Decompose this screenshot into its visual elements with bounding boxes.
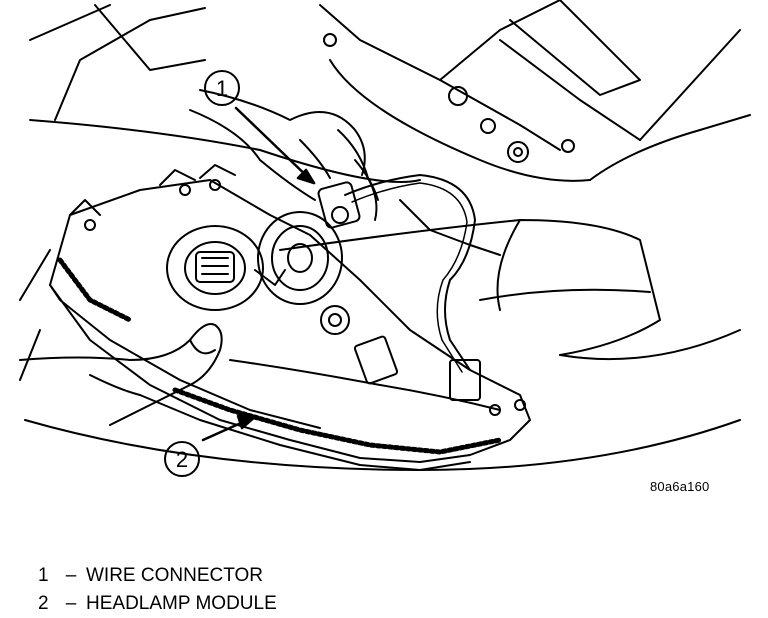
headlamp-module: [49, 164, 531, 471]
figure-code: 80a6a160: [650, 479, 710, 494]
callout-2-number: 2: [176, 447, 188, 472]
bulb-socket: [166, 225, 286, 311]
legend-label: WIRE CONNECTOR: [86, 565, 263, 586]
legend-label: HEADLAMP MODULE: [86, 593, 277, 614]
callout-1-arrow: [234, 106, 316, 185]
reflector: [257, 211, 350, 335]
callout-1-arrowhead: [296, 168, 316, 185]
wire-harness: [344, 174, 481, 401]
vehicle-body-outline: [29, 0, 751, 183]
legend-item: 2 – HEADLAMP MODULE: [38, 590, 277, 618]
legend-number: 2: [38, 593, 49, 614]
lower-hand: [19, 323, 223, 426]
headlamp-removal-illustration: 1 2: [19, 0, 751, 477]
callout-1-number: 1: [216, 76, 228, 101]
bumper-fascia: [19, 199, 741, 471]
callout-2-arrowhead: [236, 414, 258, 430]
legend-separator: –: [65, 565, 77, 586]
legend-item: 1 – WIRE CONNECTOR: [38, 562, 277, 590]
callout-leaders: [201, 106, 316, 442]
legend-separator: –: [65, 593, 77, 614]
upper-hand: [189, 89, 379, 221]
callout-1-circle: [204, 70, 240, 106]
legend: 1 – WIRE CONNECTOR 2 – HEADLAMP MODULE: [38, 562, 277, 618]
callout-2-circle: [164, 441, 200, 477]
legend-number: 1: [38, 565, 49, 586]
wire-connector: [317, 181, 361, 229]
